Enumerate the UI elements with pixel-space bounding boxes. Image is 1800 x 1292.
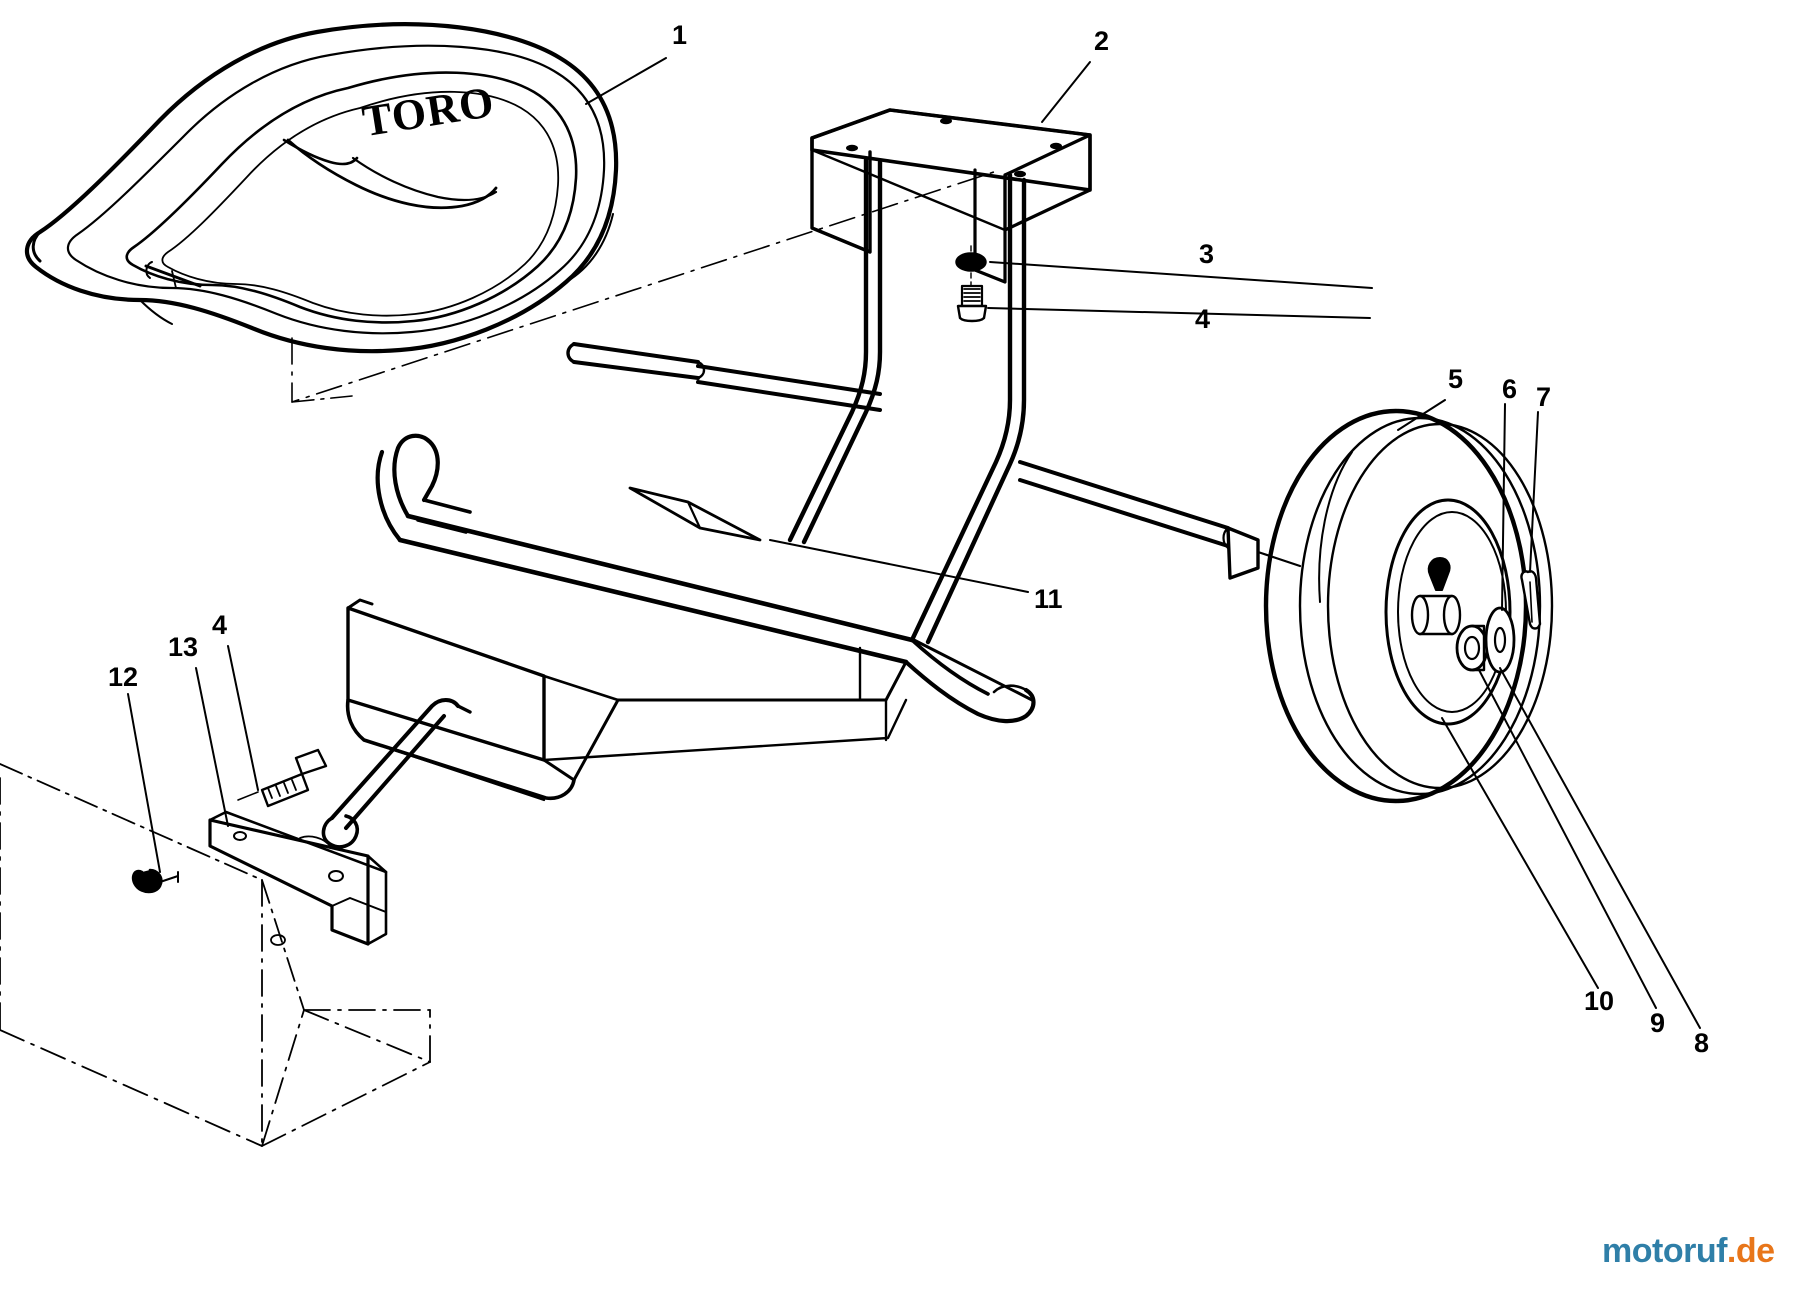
watermark-motoruf: motoruf.de [1602, 1232, 1775, 1271]
callout-1: 1 [672, 20, 688, 50]
callout-2: 2 [1094, 26, 1110, 56]
deck-outline-art [0, 763, 431, 1147]
knob-fastener-art [131, 868, 179, 894]
callout-8: 8 [1694, 1028, 1710, 1058]
handle-rod-art [321, 698, 472, 849]
callout-11: 11 [1034, 584, 1063, 614]
callout-4-lower: 4 [212, 610, 228, 640]
callout-7: 7 [1536, 382, 1552, 412]
mounting-strap-bracket-art [208, 810, 388, 946]
callout-12: 12 [108, 662, 139, 692]
leader-lines [127, 57, 1701, 1029]
frame-art [345, 157, 1302, 802]
hex-bolt-lower-art [237, 748, 328, 808]
callout-10: 10 [1584, 986, 1615, 1016]
wheel-assembly-art [1263, 408, 1554, 804]
watermark-suffix: .de [1726, 1232, 1775, 1270]
seat-cushion-art [25, 22, 619, 354]
callout-3: 3 [1199, 239, 1215, 269]
callout-4-upper: 4 [1195, 304, 1211, 334]
callout-6: 6 [1502, 374, 1518, 404]
lock-washer-art [955, 245, 987, 289]
callout-9: 9 [1650, 1008, 1666, 1038]
assembly-phantom-line [291, 169, 1001, 403]
seat-support-bracket-art [810, 108, 1092, 284]
hex-bolt-upper-art [956, 284, 988, 323]
watermark-primary: motoruf [1602, 1232, 1727, 1270]
callout-13: 13 [168, 632, 199, 662]
callout-5: 5 [1448, 364, 1464, 394]
